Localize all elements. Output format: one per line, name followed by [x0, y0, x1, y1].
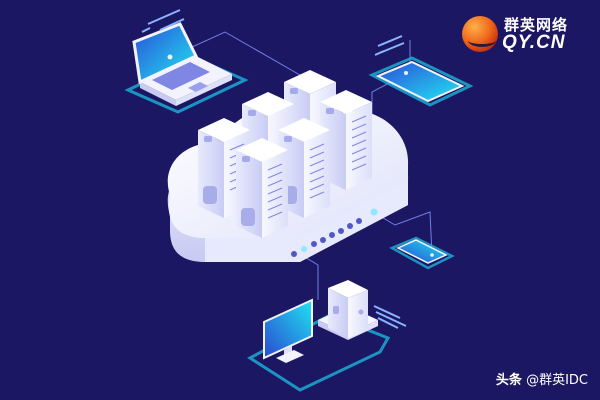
caption-platform: 头条: [495, 373, 522, 388]
desktop-illustration: [247, 280, 407, 392]
tablet-illustration: [368, 35, 474, 107]
logo-english-name: QY.CN: [502, 32, 566, 53]
logo-swoosh-icon: [468, 34, 496, 47]
orange-sphere-logo-icon: [462, 16, 498, 52]
caption-author: @群英IDC: [526, 373, 588, 388]
laptop-illustration: [124, 9, 249, 114]
brand-logo: 群英网络 QY.CN: [460, 12, 590, 58]
smartphone-illustration: [389, 236, 455, 270]
watermark-caption: 头条 @群英IDC: [496, 369, 588, 388]
logo-chinese-name: 群英网络: [504, 16, 569, 34]
cloud-ports: [291, 208, 378, 257]
server-racks: [198, 70, 372, 238]
server-rack-6: [236, 138, 288, 238]
server-rack-3: [320, 90, 372, 190]
